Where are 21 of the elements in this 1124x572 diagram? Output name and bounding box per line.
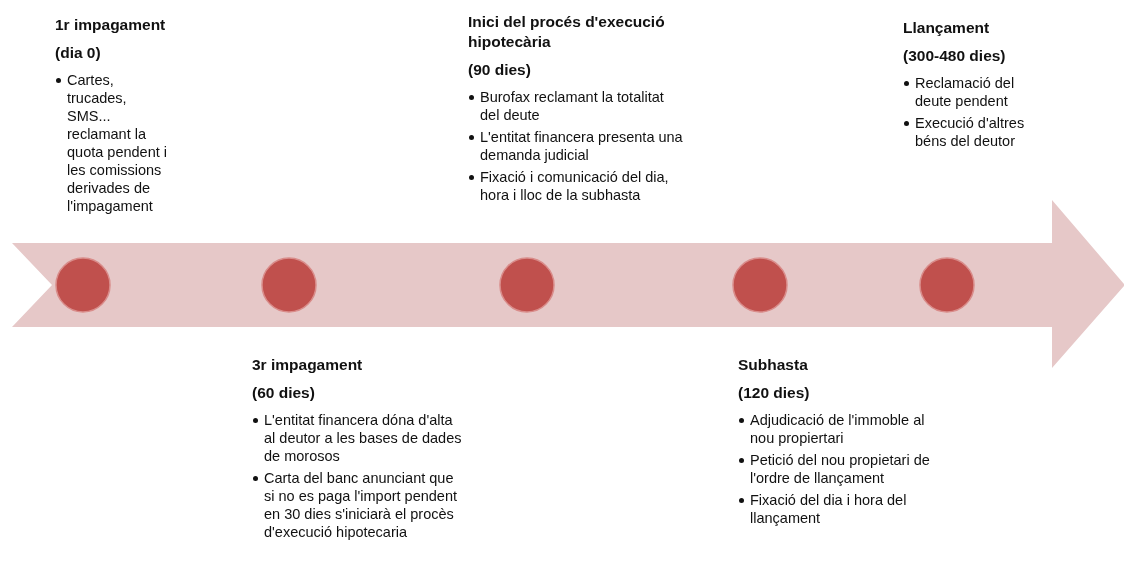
- bullet-item: Petició del nou propietari de l'ordre de llançament: [750, 452, 930, 486]
- bullet-item: Carta del banc anunciant que si no es paga l'import pendent en 30 dies s'iniciarà el procès d'execució hipotecaria: [264, 470, 457, 540]
- milestone-heading: Inici del procés d'execució hipotecària: [468, 12, 666, 52]
- bullet-item: Burofax reclamant la totalitat del deute: [480, 89, 664, 123]
- bullet-item: Cartes, trucades, SMS... reclamant la quota pendent i les comissions derivades de l'impagament: [67, 72, 167, 214]
- bullet-item: Execució d'altres béns del deutor: [915, 115, 1025, 149]
- milestone-day: (120 dies): [738, 383, 933, 403]
- milestone-day: (dia 0): [55, 43, 173, 63]
- milestone-heading: 3r impagament: [252, 355, 364, 375]
- bullet-item: Fixació i comunicació del dia, hora i lloc de la subhasta: [480, 169, 669, 203]
- milestone-day: (90 dies): [468, 60, 683, 80]
- milestone-heading: Subhasta: [738, 355, 809, 375]
- bullet-item: Adjudicació de l'immoble al nou propiertari: [750, 412, 925, 446]
- bullet-item: L'entitat financera presenta una demanda judicial: [480, 129, 683, 163]
- milestone-heading: 1r impagament: [55, 15, 167, 35]
- bullet-item: L'entitat financera dóna d'alta al deutor a les bases de dades de morosos: [264, 412, 462, 464]
- bullet-item: Fixació del dia i hora del llançament: [750, 492, 907, 526]
- milestone-day: (60 dies): [252, 383, 467, 403]
- bullet-item: Reclamació del deute pendent: [915, 75, 1015, 109]
- milestone-heading: Llançament: [903, 18, 991, 38]
- milestone-day: (300-480 dies): [903, 46, 1031, 66]
